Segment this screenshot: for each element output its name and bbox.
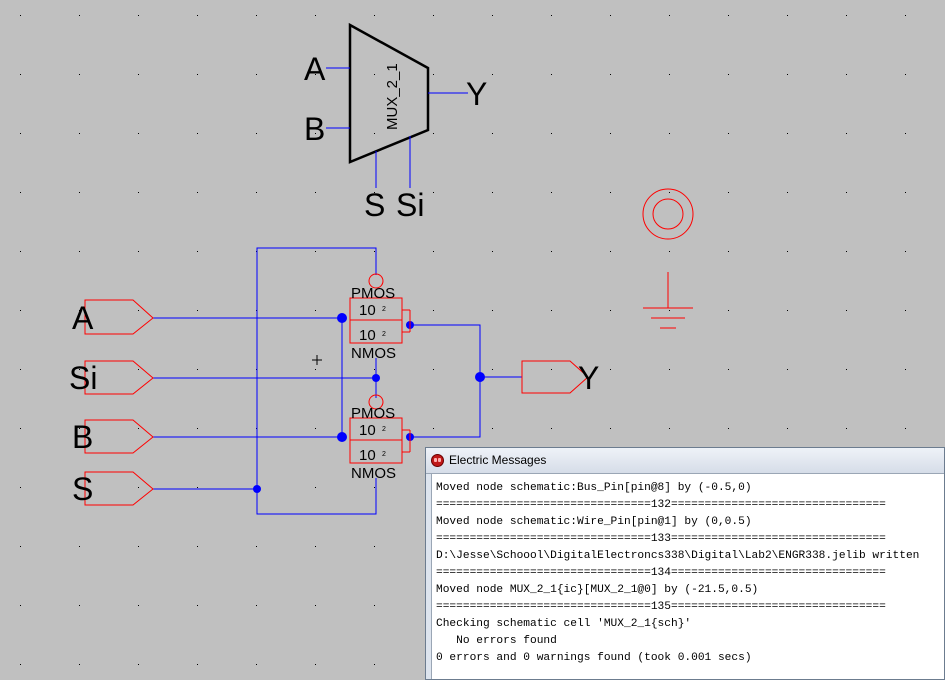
input-port-a-label: A — [72, 300, 94, 336]
input-port-si-label: Si — [69, 360, 97, 396]
log-line: D:\Jesse\Schoool\DigitalElectroncs338\Di… — [436, 550, 920, 562]
mux-port-b: B — [304, 111, 325, 147]
messages-titlebar[interactable]: Electric Messages — [426, 448, 944, 474]
gate-top-n-width: 10 — [359, 327, 376, 344]
input-port-si[interactable]: Si — [69, 360, 154, 396]
gate-top-p-width: 10 — [359, 302, 376, 319]
power-symbol-icon[interactable] — [642, 188, 694, 240]
cursor-cross-icon — [312, 355, 322, 365]
input-port-s-label: S — [72, 471, 93, 507]
log-separator: ================================135=====… — [436, 601, 886, 613]
gate-top-nmos-label: NMOS — [351, 345, 396, 362]
log-separator: ================================134=====… — [436, 567, 886, 579]
gate-bottom-n-width: 10 — [359, 447, 376, 464]
log-separator: ================================133=====… — [436, 533, 886, 545]
log-line: 0 errors and 0 warnings found (took 0.00… — [436, 652, 752, 664]
log-line: No errors found — [436, 635, 557, 647]
ground-symbol-icon[interactable] — [643, 272, 693, 329]
output-port-y-label: Y — [578, 360, 599, 396]
input-port-b[interactable]: B — [72, 419, 154, 455]
log-line: Checking schematic cell 'MUX_2_1{sch}' — [436, 618, 692, 630]
mux-cell-name: MUX_2_1 — [384, 63, 401, 130]
log-separator: ================================132=====… — [436, 499, 886, 511]
mux-port-y: Y — [466, 76, 487, 112]
log-line: Moved node schematic:Wire_Pin[pin@1] by … — [436, 516, 752, 528]
gate-bottom-p-len: 2 — [382, 426, 386, 433]
gate-bottom-nmos-label: NMOS — [351, 465, 396, 482]
electric-app-icon — [431, 454, 444, 467]
log-line: Moved node MUX_2_1{ic}[MUX_2_1@0] by (-2… — [436, 584, 759, 596]
messages-log[interactable]: Moved node schematic:Bus_Pin[pin@8] by (… — [431, 474, 944, 679]
messages-window[interactable]: Electric Messages Moved node schematic:B… — [425, 447, 945, 680]
mux-icon[interactable]: MUX_2_1 A B Y S Si — [304, 22, 487, 223]
transmission-gate-bottom[interactable]: PMOS 10 2 10 2 NMOS — [349, 394, 411, 482]
transmission-gate-top[interactable]: PMOS 10 2 10 2 NMOS — [349, 273, 411, 362]
junction-dots — [253, 313, 485, 493]
input-port-b-label: B — [72, 419, 93, 455]
gate-bottom-pmos-label: PMOS — [351, 405, 395, 422]
input-port-s[interactable]: S — [72, 471, 154, 507]
gate-bottom-p-width: 10 — [359, 422, 376, 439]
gate-top-p-len: 2 — [382, 306, 386, 313]
mux-port-a: A — [304, 51, 326, 87]
input-port-a[interactable]: A — [72, 299, 154, 336]
messages-title: Electric Messages — [449, 453, 547, 467]
mux-port-si: Si — [396, 187, 424, 223]
gate-bottom-n-len: 2 — [382, 451, 386, 458]
log-line: Moved node schematic:Bus_Pin[pin@8] by (… — [436, 482, 752, 494]
output-port-y[interactable]: Y — [521, 360, 599, 396]
gate-top-pmos-label: PMOS — [351, 285, 395, 302]
gate-top-n-len: 2 — [382, 331, 386, 338]
mux-port-s: S — [364, 187, 385, 223]
